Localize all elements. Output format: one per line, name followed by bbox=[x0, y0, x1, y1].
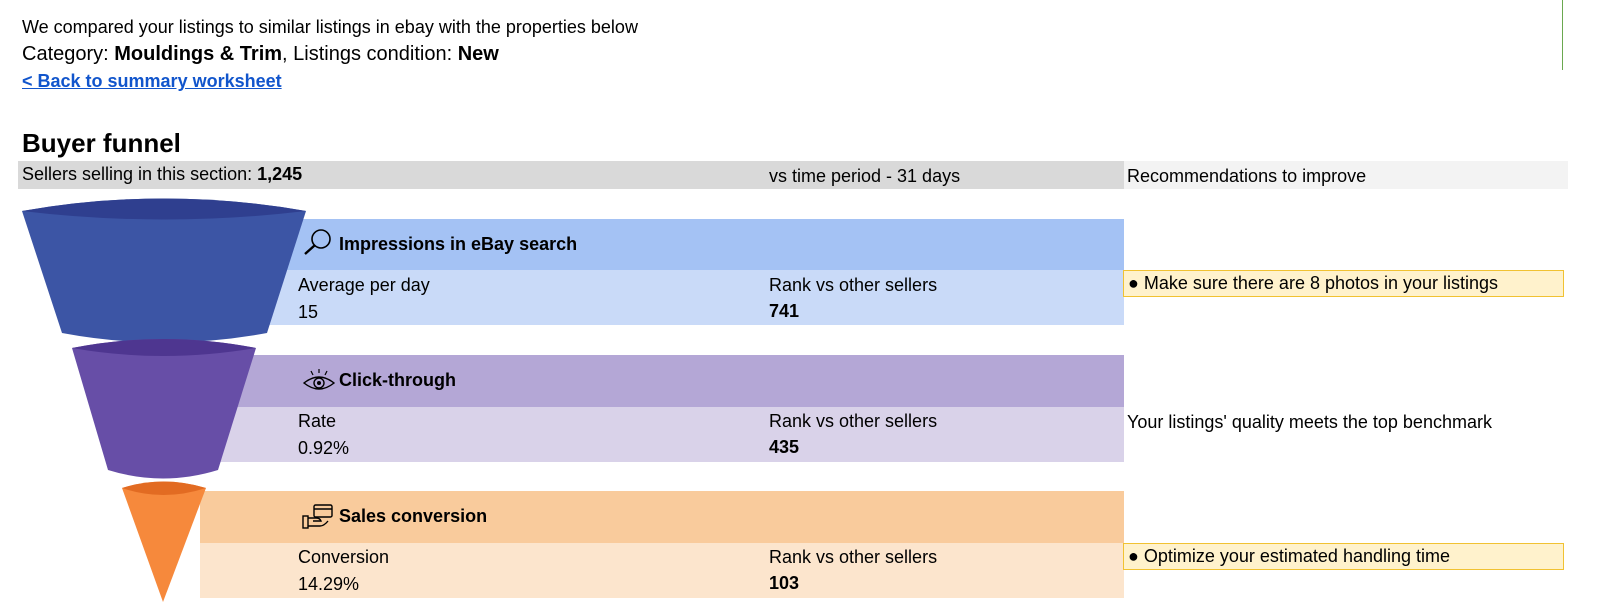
recommendations-header: Recommendations to improve bbox=[1127, 166, 1367, 186]
clickthrough-header-band bbox=[200, 355, 1124, 407]
impressions-recommendation: ● Make sure there are 8 photos in your l… bbox=[1123, 270, 1564, 297]
clickthrough-recommendation: Your listings' quality meets the top ben… bbox=[1127, 412, 1492, 432]
conversion-body-band bbox=[200, 543, 1124, 598]
funnel-stage-clickthrough bbox=[72, 339, 256, 479]
time-period: vs time period - 31 days bbox=[769, 166, 961, 186]
conversion-header-band bbox=[200, 491, 1124, 543]
funnel-graphic bbox=[22, 198, 306, 602]
filter-summary: Category: Mouldings & Trim, Listings con… bbox=[22, 43, 499, 66]
impressions-header-band bbox=[200, 219, 1124, 271]
eye-icon bbox=[302, 367, 336, 400]
conversion-rank-value: 103 bbox=[769, 573, 800, 593]
clickthrough-rank-value: 435 bbox=[769, 437, 800, 457]
condition-label: , Listings condition: bbox=[282, 43, 458, 65]
impressions-rank-value: 741 bbox=[769, 301, 800, 321]
condition-value: New bbox=[457, 43, 499, 65]
sellers-label: Sellers selling in this section: bbox=[22, 164, 258, 184]
conversion-metric-label: Conversion bbox=[298, 547, 390, 567]
offscreen-button-edge bbox=[1562, 0, 1569, 70]
funnel-stage-impressions bbox=[22, 198, 306, 343]
conversion-title: Sales conversion bbox=[339, 506, 488, 526]
clickthrough-title: Click-through bbox=[339, 370, 456, 390]
impressions-metric-value: 15 bbox=[298, 302, 319, 322]
intro-text: We compared your listings to similar lis… bbox=[22, 17, 638, 37]
funnel-stage-conversion bbox=[122, 481, 206, 602]
conversion-rank-label: Rank vs other sellers bbox=[769, 547, 938, 567]
sellers-count: Sellers selling in this section: 1,245 bbox=[22, 164, 302, 185]
impressions-rank-label: Rank vs other sellers bbox=[769, 275, 938, 295]
sellers-value: 1,245 bbox=[257, 164, 303, 184]
clickthrough-metric-label: Rate bbox=[298, 411, 337, 431]
clickthrough-metric-value: 0.92% bbox=[298, 438, 350, 458]
clickthrough-rank-label: Rank vs other sellers bbox=[769, 411, 938, 431]
category-value: Mouldings & Trim bbox=[114, 43, 283, 65]
category-label: Category: bbox=[22, 43, 115, 65]
impressions-body-band bbox=[200, 270, 1124, 325]
conversion-recommendation: ● Optimize your estimated handling time bbox=[1123, 543, 1564, 570]
clickthrough-body-band bbox=[200, 407, 1124, 462]
impressions-title: Impressions in eBay search bbox=[339, 234, 578, 254]
payment-hand-icon bbox=[302, 503, 334, 536]
impressions-metric-label: Average per day bbox=[298, 275, 430, 295]
sellers-bar bbox=[18, 161, 1124, 189]
section-title: Buyer funnel bbox=[22, 128, 181, 158]
back-to-summary-link[interactable]: < Back to summary worksheet bbox=[22, 71, 282, 91]
magnifier-icon bbox=[302, 228, 334, 261]
conversion-metric-value: 14.29% bbox=[298, 574, 360, 594]
recommendations-header-cell bbox=[1124, 161, 1568, 189]
